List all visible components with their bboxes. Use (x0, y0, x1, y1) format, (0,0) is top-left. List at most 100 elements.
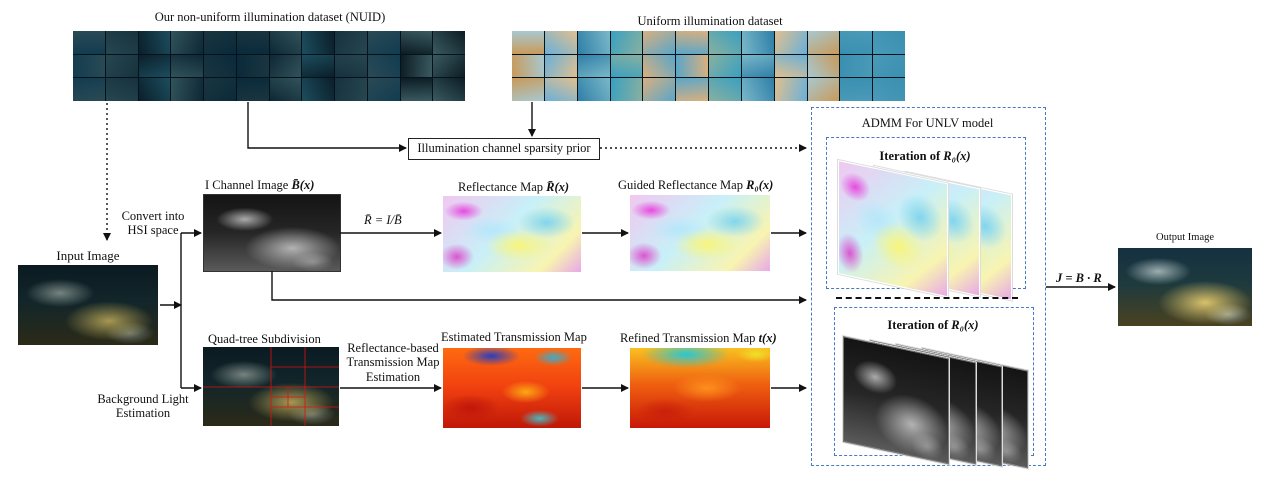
mosaic-tile (171, 78, 203, 101)
mosaic-tile (204, 31, 236, 54)
mosaic-tile (577, 31, 610, 54)
iteration-bottom-prefix: Iteration of (887, 318, 952, 332)
convert-line1: Convert into (121, 209, 185, 223)
mosaic-tile (741, 31, 774, 54)
prior-box: Illumination channel sparsity prior (408, 138, 600, 160)
reflectance-based-line3: Estimation (365, 369, 421, 384)
mosaic-tile (73, 78, 105, 101)
reflectance-formula: R̄ = I/B̄ (364, 213, 402, 227)
mosaic-tile (512, 54, 544, 78)
mosaic-tile (610, 31, 643, 54)
input-image-label: Input Image (56, 248, 120, 263)
estimated-transmission-label: Estimated Transmission Map (441, 330, 587, 344)
input-image (18, 265, 158, 345)
quadtree-image (203, 347, 339, 426)
mosaic-tile (610, 54, 643, 78)
iteration-top-prefix: Iteration of (879, 149, 944, 163)
i-channel-label: I Channel Image B̄(x) (205, 178, 314, 192)
reflectance-map-label: Reflectance Map R̄(x) (458, 180, 569, 194)
iteration-top-label: Iteration of R₀(x) (826, 149, 1024, 163)
mosaic-tile (840, 31, 873, 54)
background-light-line2: Estimation (115, 406, 171, 421)
mosaic-tile (643, 54, 676, 78)
mosaic-tile (807, 78, 840, 101)
mosaic-tile (204, 78, 236, 101)
mosaic-tile (676, 31, 708, 54)
refined-transmission-label: Refined Transmission Map t(x) (620, 331, 777, 345)
iteration-bottom-label: Iteration of R₀(x) (834, 318, 1032, 332)
mosaic-tile (400, 31, 433, 54)
mosaic-tile (544, 78, 577, 101)
reflectance-based-line1: Reflectance-based (347, 341, 439, 355)
output-image (1118, 248, 1252, 326)
mosaic-tile (544, 54, 577, 78)
mosaic-tile (367, 31, 400, 54)
reflectance-map-image (443, 196, 581, 272)
mosaic-tile (236, 78, 269, 101)
mosaic-tile (741, 78, 774, 101)
mosaic-tile (400, 54, 433, 78)
mosaic-tile (807, 54, 840, 78)
reflectance-map-text: Reflectance Map (458, 180, 547, 194)
refined-transmission-symbol: t(x) (758, 331, 777, 345)
mosaic-tile (105, 31, 138, 54)
quadtree-label: Quad-tree Subdivision (208, 332, 321, 346)
admm-outer-box (811, 107, 1046, 466)
reflectance-based-line2: Transmission Map (346, 355, 440, 370)
mosaic-tile (269, 54, 302, 78)
mosaic-tile (105, 54, 138, 78)
mosaic-tile (774, 31, 807, 54)
mosaic-tile (512, 78, 544, 101)
mosaic-tile (236, 31, 269, 54)
mosaic-tile (138, 78, 171, 101)
mosaic-tile (610, 78, 643, 101)
mosaic-tile (433, 54, 465, 78)
mosaic-tile (709, 31, 741, 54)
convert-line2: HSI space (127, 223, 179, 238)
mosaic-tile (873, 54, 905, 78)
mosaic-tile (171, 31, 203, 54)
mosaic-tile (335, 31, 367, 54)
estimated-transmission-image (443, 348, 581, 428)
uniform-dataset-mosaic (512, 31, 905, 101)
reflectance-map-symbol: R̄(x) (546, 180, 570, 194)
mosaic-tile (741, 54, 774, 78)
mosaic-tile (335, 54, 367, 78)
ichannel-to-admm-arrow (271, 271, 807, 304)
guided-reflectance-text: Guided Reflectance Map (618, 178, 747, 192)
mosaic-tile (171, 54, 203, 78)
mosaic-tile (138, 54, 171, 78)
admm-divider (836, 297, 1018, 299)
output-image-label: Output Image (1155, 232, 1215, 243)
mosaic-tile (807, 31, 840, 54)
mosaic-tile (367, 54, 400, 78)
mosaic-tile (269, 78, 302, 101)
mosaic-tile (873, 31, 905, 54)
mosaic-tile (873, 78, 905, 101)
guided-reflectance-image (630, 195, 770, 271)
nonuniform-dataset-mosaic (73, 31, 465, 101)
nuid-to-prior-arrow (247, 102, 407, 152)
i-channel-symbol: B̄(x) (291, 178, 315, 192)
mosaic-tile (709, 78, 741, 101)
quadtree-grid (203, 347, 339, 426)
mosaic-tile (204, 54, 236, 78)
mosaic-tile (269, 31, 302, 54)
admm-title: ADMM For UNLV model (861, 116, 994, 130)
mosaic-tile (73, 54, 105, 78)
mosaic-tile (840, 78, 873, 101)
mosaic-tile (544, 31, 577, 54)
guided-reflectance-symbol: R₀(x) (746, 178, 774, 192)
mosaic-tile (840, 54, 873, 78)
reflectance-based-label: Reflectance-based Transmission Map Estim… (338, 341, 448, 384)
mosaic-tile (302, 54, 334, 78)
mosaic-tile (577, 54, 610, 78)
mosaic-tile (643, 31, 676, 54)
mosaic-tile (302, 31, 334, 54)
uniform-dataset-title: Uniform illumination dataset (637, 14, 783, 28)
mosaic-tile (577, 78, 610, 101)
i-channel-text: I Channel Image (205, 178, 292, 192)
nonuniform-dataset-title: Our non-uniform illumination dataset (NU… (154, 10, 386, 24)
mosaic-tile (335, 78, 367, 101)
